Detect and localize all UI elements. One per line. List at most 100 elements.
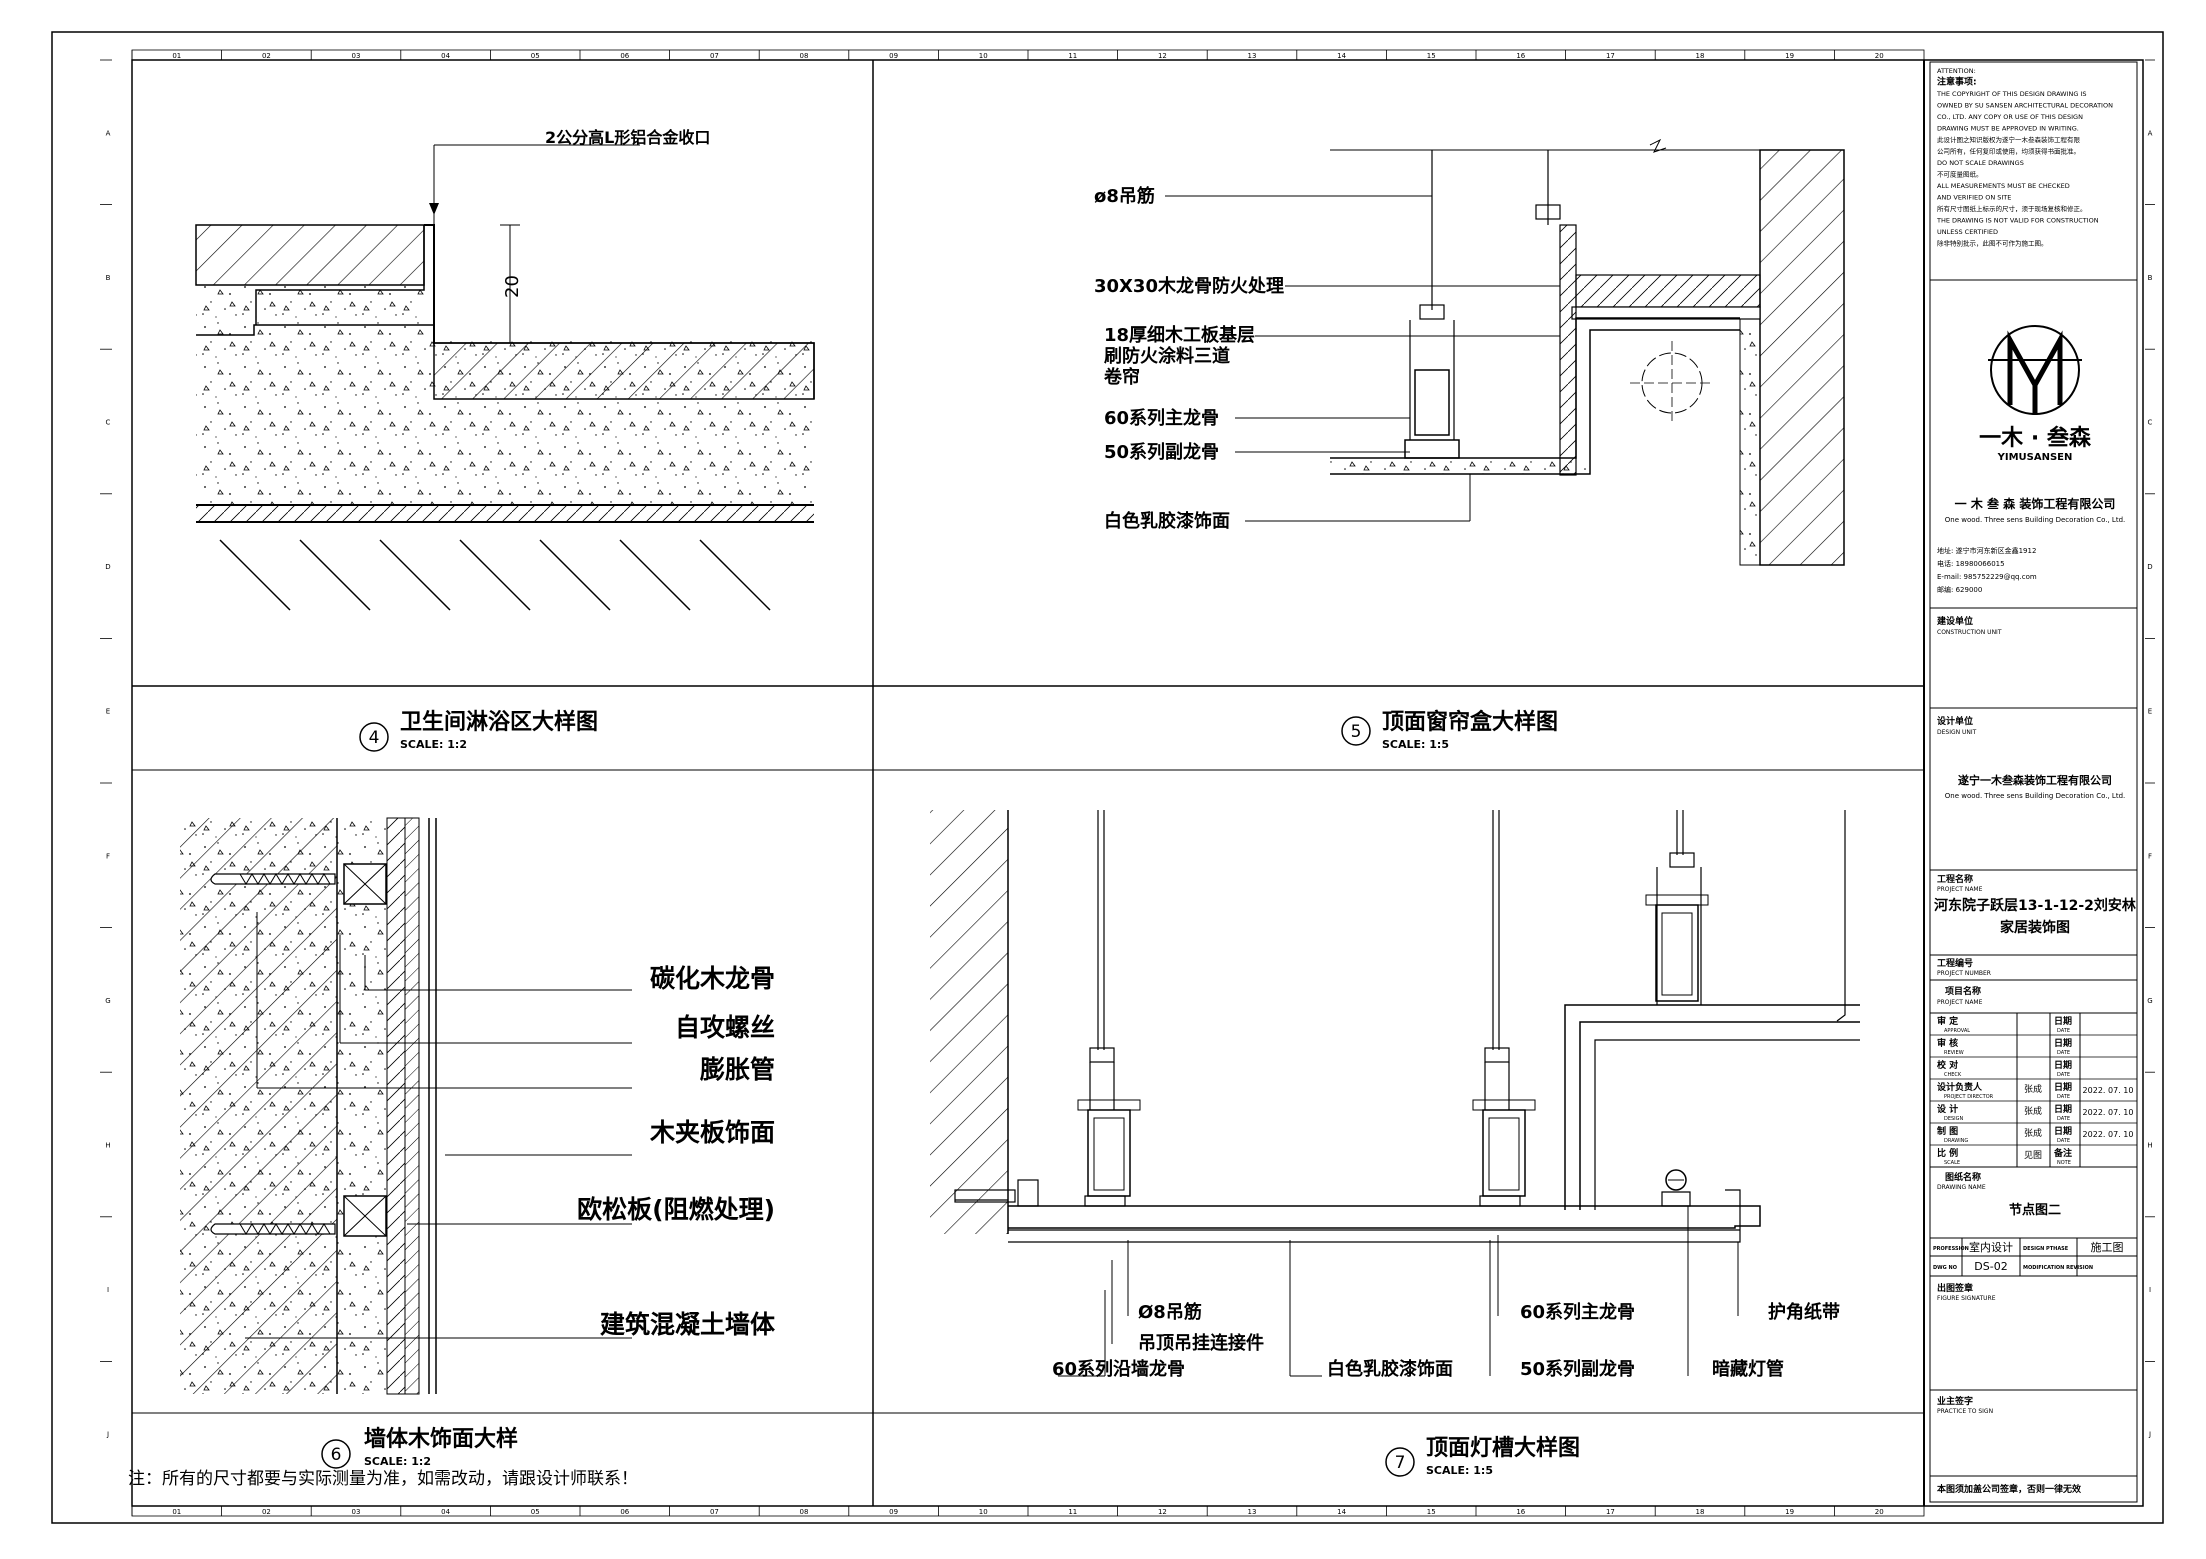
ruler-label-bottom: 09 <box>889 1508 898 1516</box>
ruler-row-right: G <box>2147 997 2152 1005</box>
project-label: 工程名称 <box>1937 873 1973 885</box>
ruler-label-top: 04 <box>441 52 450 60</box>
detail-scale: SCALE: 1:2 <box>364 1455 431 1468</box>
signoff-date-en: DATE <box>2057 1094 2070 1100</box>
attention-line: CO., LTD. ANY COPY OR USE OF THIS DESIGN <box>1937 113 2083 121</box>
ruler-label-top: 01 <box>172 52 181 60</box>
detail-number: 6 <box>331 1445 342 1465</box>
ruler-label-top: 12 <box>1158 52 1167 60</box>
signoff-role: 审 核 <box>1937 1037 1958 1049</box>
attention-line: 公司所有，任何复印或使用，均须获得书面批准。 <box>1937 147 2080 156</box>
attention-line: 除非特别批示，此图不可作为施工图。 <box>1937 239 2048 248</box>
ruler-row-right: J <box>2148 1431 2151 1439</box>
signoff-date-en: DATE <box>2057 1072 2070 1078</box>
ruler-row-right: B <box>2148 274 2153 282</box>
design-unit-en: DESIGN UNIT <box>1937 729 1977 736</box>
ruler-row-left: E <box>106 708 110 716</box>
ruler-label-bottom: 11 <box>1068 1508 1077 1516</box>
attention-line: 注意事项: <box>1937 76 1977 88</box>
signoff-name: 张成 <box>2024 1083 2042 1095</box>
signoff-date-label: 日期 <box>2054 1103 2072 1115</box>
signoff-date-label: 日期 <box>2054 1015 2072 1027</box>
signoff-role: 设计负责人 <box>1937 1081 1983 1093</box>
ruler-label-bottom: 01 <box>172 1508 181 1516</box>
ruler-ticks: 0101020203030404050506060707080809091010… <box>100 50 2155 1516</box>
signoff-name: 张成 <box>2024 1127 2042 1139</box>
ruler-label-top: 20 <box>1875 52 1884 60</box>
company-logo <box>1988 325 2082 415</box>
ruler-label-top: 15 <box>1427 52 1436 60</box>
contact-postcode: 邮编: 629000 <box>1937 585 1982 594</box>
construction-unit: 建设单位 <box>1937 615 1973 627</box>
ruler-label-bottom: 08 <box>800 1508 809 1516</box>
ruler-label-top: 03 <box>352 52 361 60</box>
signoff-role: 校 对 <box>1937 1059 1958 1071</box>
label-wood-veneer: 木夹板饰面 <box>649 1118 775 1147</box>
ruler-label-bottom: 10 <box>979 1508 988 1516</box>
signoff-role-en: CHECK <box>1944 1072 1962 1078</box>
label-main-keel: 60系列主龙骨 <box>1104 407 1219 429</box>
signoff-role: 制 图 <box>1937 1125 1958 1137</box>
signoff-date: 2022. 07. 10 <box>2083 1086 2134 1095</box>
detail-title: 顶面灯槽大样图 <box>1426 1435 1580 1461</box>
ruler-row-right: A <box>2148 129 2153 137</box>
ruler-row-right: F <box>2148 852 2152 860</box>
signoff-name: 张成 <box>2024 1105 2042 1117</box>
attention-line: OWNED BY SU SANSEN ARCHITECTURAL DECORAT… <box>1937 102 2113 110</box>
attention-line: UNLESS CERTIFIED <box>1937 228 1998 236</box>
ruler-label-top: 16 <box>1516 52 1525 60</box>
signoff-date-label: 日期 <box>2054 1081 2072 1093</box>
label-sub-keel: 50系列副龙骨 <box>1520 1358 1635 1380</box>
signoff-role-en: APPROVAL <box>1944 1028 1970 1034</box>
attention-line: 不可度量图纸。 <box>1937 170 1983 179</box>
project-name-line1: 河东院子跃层13-1-12-2刘安林 <box>1934 897 2136 914</box>
ruler-row-left: I <box>107 1286 109 1294</box>
detail-5-leaders <box>1165 195 1560 522</box>
design-company: 遂宁一木叁森装饰工程有限公司 <box>1958 773 2112 787</box>
outer-border <box>51 31 2164 1524</box>
ruler-row-left: F <box>106 852 110 860</box>
signoff-role-en: DRAWING <box>1944 1138 1968 1144</box>
detail-scale: SCALE: 1:5 <box>1426 1464 1493 1477</box>
ruler-label-bottom: 16 <box>1516 1508 1525 1516</box>
ruler-label-top: 11 <box>1068 52 1077 60</box>
signoff-date-en: DATE <box>2057 1028 2070 1034</box>
ruler-row-right: C <box>2148 419 2153 427</box>
signoff-date-en: NOTE <box>2057 1160 2071 1166</box>
dwg-label: DWG NO <box>1933 1265 1957 1271</box>
detail-4-drawing <box>195 144 815 611</box>
ruler-label-bottom: 07 <box>710 1508 719 1516</box>
signature-label: 出图签章 <box>1937 1282 1973 1294</box>
detail-number: 5 <box>1351 722 1362 742</box>
attention-line: THE COPYRIGHT OF THIS DESIGN DRAWING IS <box>1936 90 2087 98</box>
project-label-en: PROJECT NAME <box>1937 886 1983 893</box>
drawing-name-en: DRAWING NAME <box>1937 1184 1986 1191</box>
ruler-label-bottom: 20 <box>1875 1508 1884 1516</box>
ruler-label-bottom: 04 <box>441 1508 450 1516</box>
ruler-row-left: C <box>106 419 111 427</box>
item-name-en: PROJECT NAME <box>1937 999 1983 1006</box>
label-fireproof-paint: 刷防火涂料三道 <box>1104 345 1230 367</box>
owner-sign-label: 业主签字 <box>1937 1395 1973 1407</box>
label-concrete-wall: 建筑混凝土墙体 <box>600 1310 776 1339</box>
ruler-row-left: B <box>106 274 111 282</box>
profession-label: PROFESSION <box>1933 1246 1969 1252</box>
logo-text: 一木 · 叁森 <box>1979 425 2092 451</box>
attention-line: 此设计图之知识版权为遂宁一木叁森装饰工程有限 <box>1937 135 2081 144</box>
ruler-label-bottom: 03 <box>352 1508 361 1516</box>
ruler-label-bottom: 19 <box>1785 1508 1794 1516</box>
detail-scale: SCALE: 1:5 <box>1382 738 1449 751</box>
signoff-date: 2022. 07. 10 <box>2083 1108 2134 1117</box>
label-osb-board: 欧松板(阻燃处理) <box>577 1195 775 1224</box>
detail-number-circle <box>321 1439 351 1469</box>
signoff-date-label: 日期 <box>2054 1059 2072 1071</box>
project-number-label: 工程编号 <box>1937 957 1973 969</box>
ruler-row-left: J <box>106 1431 109 1439</box>
project-name-line2: 家居装饰图 <box>2000 919 2070 936</box>
ruler-label-top: 14 <box>1337 52 1346 60</box>
attention-line: DRAWING MUST BE APPROVED IN WRITING. <box>1937 125 2079 133</box>
label-wood-keel: 30X30木龙骨防火处理 <box>1094 275 1284 297</box>
label-sub-keel: 50系列副龙骨 <box>1104 441 1219 463</box>
signoff-date-label: 日期 <box>2054 1037 2072 1049</box>
detail-title: 顶面窗帘盒大样图 <box>1382 709 1558 735</box>
